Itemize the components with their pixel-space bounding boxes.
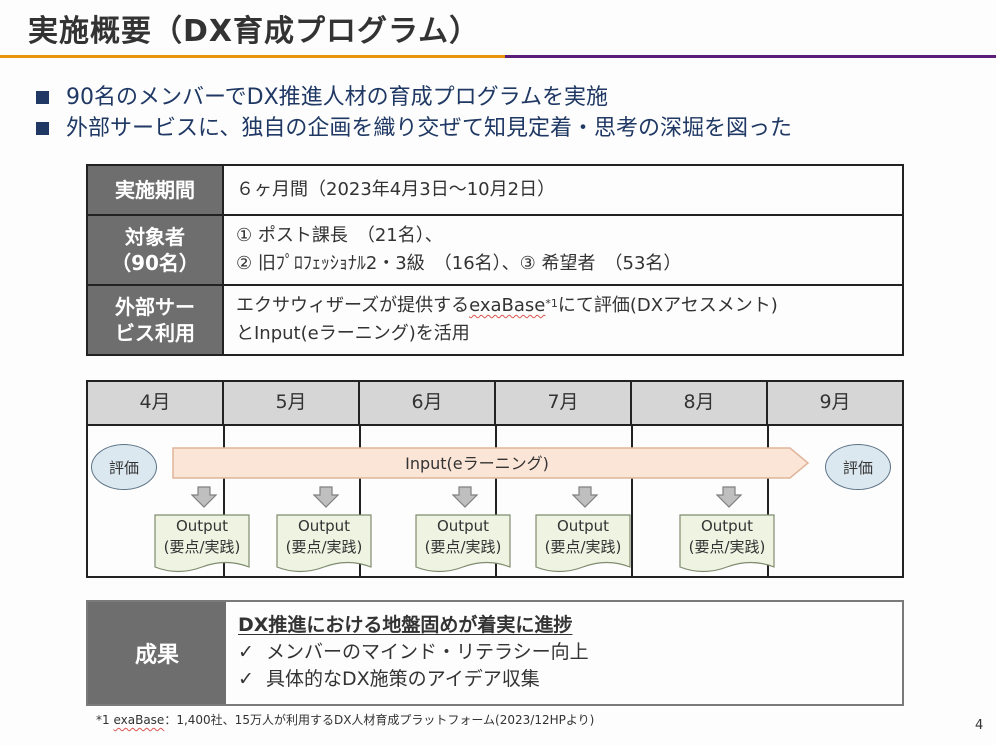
output-title: Output [297, 517, 351, 535]
square-bullet-icon [36, 91, 49, 104]
output-label: Output (要点/実践) [154, 516, 250, 558]
footnote-ref: *1 [545, 297, 558, 310]
input-label: Input(eラーニング) [405, 454, 549, 473]
period-value: ６ヶ月間（2023年4月3日～10月2日） [222, 164, 904, 216]
column-divider [359, 424, 361, 576]
check-icon: ✓ [238, 668, 254, 690]
bullet-text: 90名のメンバーでDX推進人材の育成プログラムを実施 [66, 85, 609, 110]
service-value-line2: とInput(eラーニング)を活用 [236, 323, 470, 344]
month-cell: 8月 [632, 382, 768, 424]
output-document-icon [415, 514, 511, 573]
target-label-line2: （90名） [111, 251, 199, 275]
overview-table: 実施期間 ６ヶ月間（2023年4月3日～10月2日） 対象者 （90名） ① ポ… [86, 164, 904, 356]
output-title: Output [436, 517, 490, 535]
result-item: ✓ 具体的なDX施策のアイデア収集 [238, 666, 589, 693]
bullet-text: 外部サービスに、独自の企画を織り交ぜて知見定着・思考の深堀を図った [66, 116, 793, 141]
output-title: Output [556, 517, 610, 535]
evaluation-end-circle: 評価 [825, 444, 891, 490]
month-cell: 5月 [224, 382, 360, 424]
title-rule-purple [505, 55, 996, 58]
target-label: 対象者 （90名） [86, 214, 224, 286]
service-label-line2: ビス利用 [115, 321, 195, 345]
bullet-item: 90名のメンバーでDX推進人材の育成プログラムを実施 [36, 82, 792, 113]
result-item-text: 具体的なDX施策のアイデア収集 [266, 668, 540, 690]
result-label: 成果 [88, 602, 226, 704]
down-arrow-icon [572, 486, 598, 508]
square-bullet-icon [36, 122, 49, 135]
exabase-brand: exaBase [469, 295, 546, 316]
month-cell: 7月 [496, 382, 632, 424]
output-subtitle: (要点/実践) [163, 538, 241, 556]
month-header: 4月 5月 6月 7月 8月 9月 [88, 382, 902, 426]
page-number: 4 [975, 718, 984, 733]
down-arrow-icon [191, 486, 217, 508]
result-body: DX推進における地盤固めが着実に進捗 ✓ メンバーのマインド・リテラシー向上 ✓ 具… [226, 602, 589, 704]
footnote: *1 exaBase：1,400社、15万人が利用するDX人材育成プラットフォー… [96, 711, 594, 728]
down-arrow-icon [313, 486, 339, 508]
month-cell: 9月 [768, 382, 902, 424]
result-headline: DX推進における地盤固めが着実に進捗 [238, 614, 573, 636]
result-item: ✓ メンバーのマインド・リテラシー向上 [238, 639, 589, 666]
output-label: Output (要点/実践) [415, 516, 511, 558]
output-subtitle: (要点/実践) [424, 538, 502, 556]
check-icon: ✓ [238, 641, 254, 663]
output-document-icon [535, 514, 631, 573]
down-arrow-icon [452, 486, 478, 508]
service-value-post: にて評価(DXアセスメント) [557, 295, 778, 316]
bullet-item: 外部サービスに、独自の企画を織り交ぜて知見定着・思考の深堀を図った [36, 113, 792, 144]
service-label: 外部サー ビス利用 [86, 284, 224, 356]
page-title: 実施概要（DX育成プログラム） [28, 14, 481, 49]
output-title: Output [700, 517, 754, 535]
service-label-line1: 外部サー [115, 295, 195, 319]
down-arrow-icon [716, 486, 742, 508]
table-row: 実施期間 ６ヶ月間（2023年4月3日～10月2日） [86, 164, 904, 216]
target-value-line1: ① ポスト課長 （21名）、 [236, 225, 443, 246]
service-value-pre: エクサウィザーズが提供する [236, 295, 470, 316]
output-document-icon [276, 514, 372, 573]
evaluation-start-circle: 評価 [91, 444, 157, 490]
footnote-text: ：1,400社、15万人が利用するDX人材育成プラットフォーム(2023/12H… [164, 713, 595, 727]
column-divider [495, 424, 497, 576]
service-value: エクサウィザーズが提供するexaBase*1にて評価(DXアセスメント) とIn… [222, 284, 904, 356]
title-rule-orange [0, 55, 505, 58]
table-row: 対象者 （90名） ① ポスト課長 （21名）、 ② 旧ﾌﾟﾛﾌｪｯｼｮﾅﾙ2・… [86, 214, 904, 286]
period-label: 実施期間 [86, 164, 224, 216]
target-value: ① ポスト課長 （21名）、 ② 旧ﾌﾟﾛﾌｪｯｼｮﾅﾙ2・3級 （16名）、③… [222, 214, 904, 286]
target-value-line2: ② 旧ﾌﾟﾛﾌｪｯｼｮﾅﾙ2・3級 （16名）、③ 希望者 （53名） [236, 253, 682, 274]
target-label-line1: 対象者 [125, 225, 185, 249]
result-box: 成果 DX推進における地盤固めが着実に進捗 ✓ メンバーのマインド・リテラシー向上… [86, 600, 904, 706]
output-label: Output (要点/実践) [535, 516, 631, 558]
output-subtitle: (要点/実践) [285, 538, 363, 556]
output-subtitle: (要点/実践) [688, 538, 766, 556]
column-divider [767, 424, 769, 576]
output-document-icon [679, 514, 775, 573]
input-arrow-icon [172, 447, 810, 479]
month-cell: 4月 [88, 382, 224, 424]
footnote-marker: *1 [96, 713, 110, 727]
output-subtitle: (要点/実践) [544, 538, 622, 556]
bullet-list: 90名のメンバーでDX推進人材の育成プログラムを実施 外部サービスに、独自の企画… [36, 82, 792, 144]
service-value-line1: エクサウィザーズが提供するexaBase*1にて評価(DXアセスメント) [236, 292, 902, 320]
column-divider [631, 424, 633, 576]
footnote-brand: exaBase [113, 713, 165, 727]
output-document-icon [154, 514, 250, 573]
table-row: 外部サー ビス利用 エクサウィザーズが提供するexaBase*1にて評価(DXア… [86, 284, 904, 356]
result-item-text: メンバーのマインド・リテラシー向上 [266, 641, 589, 663]
output-label: Output (要点/実践) [679, 516, 775, 558]
schedule-timeline: 4月 5月 6月 7月 8月 9月 評価 評価 Input(eラーニング) Ou… [86, 380, 904, 578]
output-label: Output (要点/実践) [276, 516, 372, 558]
column-divider [223, 424, 225, 576]
month-cell: 6月 [360, 382, 496, 424]
output-title: Output [175, 517, 229, 535]
